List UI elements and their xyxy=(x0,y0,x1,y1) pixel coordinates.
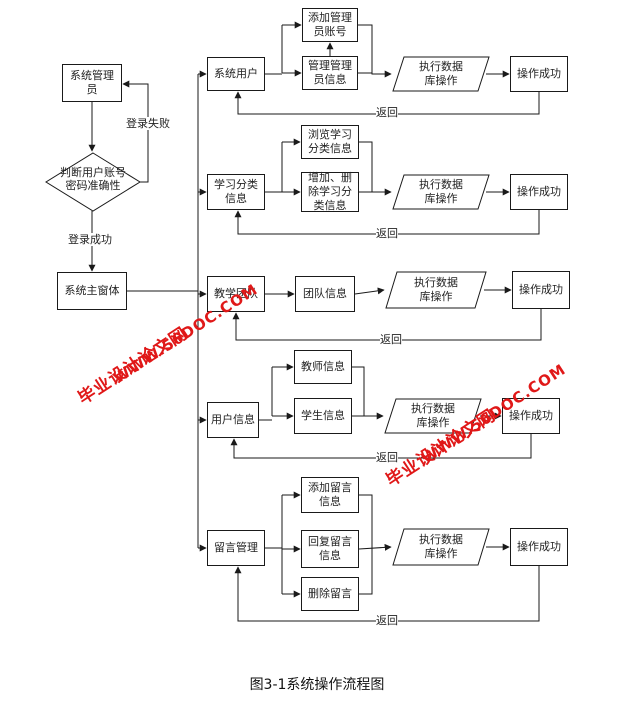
module-user-info: 用户信息 xyxy=(207,402,259,438)
admin-box: 系统管理 员 xyxy=(62,64,122,102)
result-success-2: 操作成功 xyxy=(510,174,568,210)
g2-merge xyxy=(359,141,392,196)
sub-teacher-info: 教师信息 xyxy=(294,350,352,384)
back-label-1: 返回 xyxy=(376,106,398,119)
g4-merge xyxy=(352,366,384,420)
login-decision-diamond xyxy=(45,152,141,212)
g3-sub-to-db xyxy=(354,287,385,295)
figure-caption: 图3-1系统操作流程图 xyxy=(249,677,385,693)
result-success-4: 操作成功 xyxy=(502,398,560,434)
back-label-5: 返回 xyxy=(376,614,398,627)
sub-add-admin-account: 添加管理 员账号 xyxy=(302,8,358,42)
db-operation-1-text: 执行数据 库操作 xyxy=(419,60,463,87)
result-success-3: 操作成功 xyxy=(512,271,570,309)
main-window-box: 系统主窗体 xyxy=(57,272,127,310)
sub-team-info: 团队信息 xyxy=(295,276,355,312)
db-operation-1: 执行数据 库操作 xyxy=(392,56,490,92)
back-label-3: 返回 xyxy=(380,333,402,346)
db-operation-3-text: 执行数据 库操作 xyxy=(414,276,458,303)
sub-add-delete-category: 增加、删 除学习分 类信息 xyxy=(301,171,359,212)
result-success-5: 操作成功 xyxy=(510,528,568,566)
g5-to-db xyxy=(358,543,392,551)
sub-delete-message: 删除留言 xyxy=(301,577,359,611)
g1-sub1-merge xyxy=(358,24,392,78)
module-study-category: 学习分类 信息 xyxy=(207,174,265,210)
db-operation-2: 执行数据 库操作 xyxy=(392,174,490,210)
sub-student-info: 学生信息 xyxy=(294,398,352,434)
sub-manage-admin-info: 管理管理 员信息 xyxy=(302,56,358,90)
module-teaching-team: 教学团队 xyxy=(207,276,265,312)
back-label-2: 返回 xyxy=(376,227,398,240)
db-operation-2-text: 执行数据 库操作 xyxy=(419,178,463,205)
module-message-management: 留言管理 xyxy=(207,530,265,566)
g5-merge-bracket xyxy=(359,494,373,595)
db-operation-4-text: 执行数据 库操作 xyxy=(411,402,455,429)
login-fail-loop xyxy=(122,80,149,183)
sub-browse-category: 浏览学习 分类信息 xyxy=(301,125,359,159)
sub-reply-message: 回复留言 信息 xyxy=(301,530,359,568)
result-success-1: 操作成功 xyxy=(510,56,568,92)
back-label-4: 返回 xyxy=(376,451,398,464)
db-operation-3: 执行数据 库操作 xyxy=(385,271,487,309)
sub-add-message: 添加留言 信息 xyxy=(301,477,359,513)
db-operation-5-text: 执行数据 库操作 xyxy=(419,533,463,560)
login-decision-text: 判断用户账号 密码准确性 xyxy=(60,166,126,192)
db-operation-5: 执行数据 库操作 xyxy=(392,528,490,566)
login-fail-label: 登录失败 xyxy=(126,117,170,130)
module-system-users: 系统用户 xyxy=(207,57,265,91)
db-operation-4: 执行数据 库操作 xyxy=(384,398,482,434)
login-success-label: 登录成功 xyxy=(68,233,112,246)
